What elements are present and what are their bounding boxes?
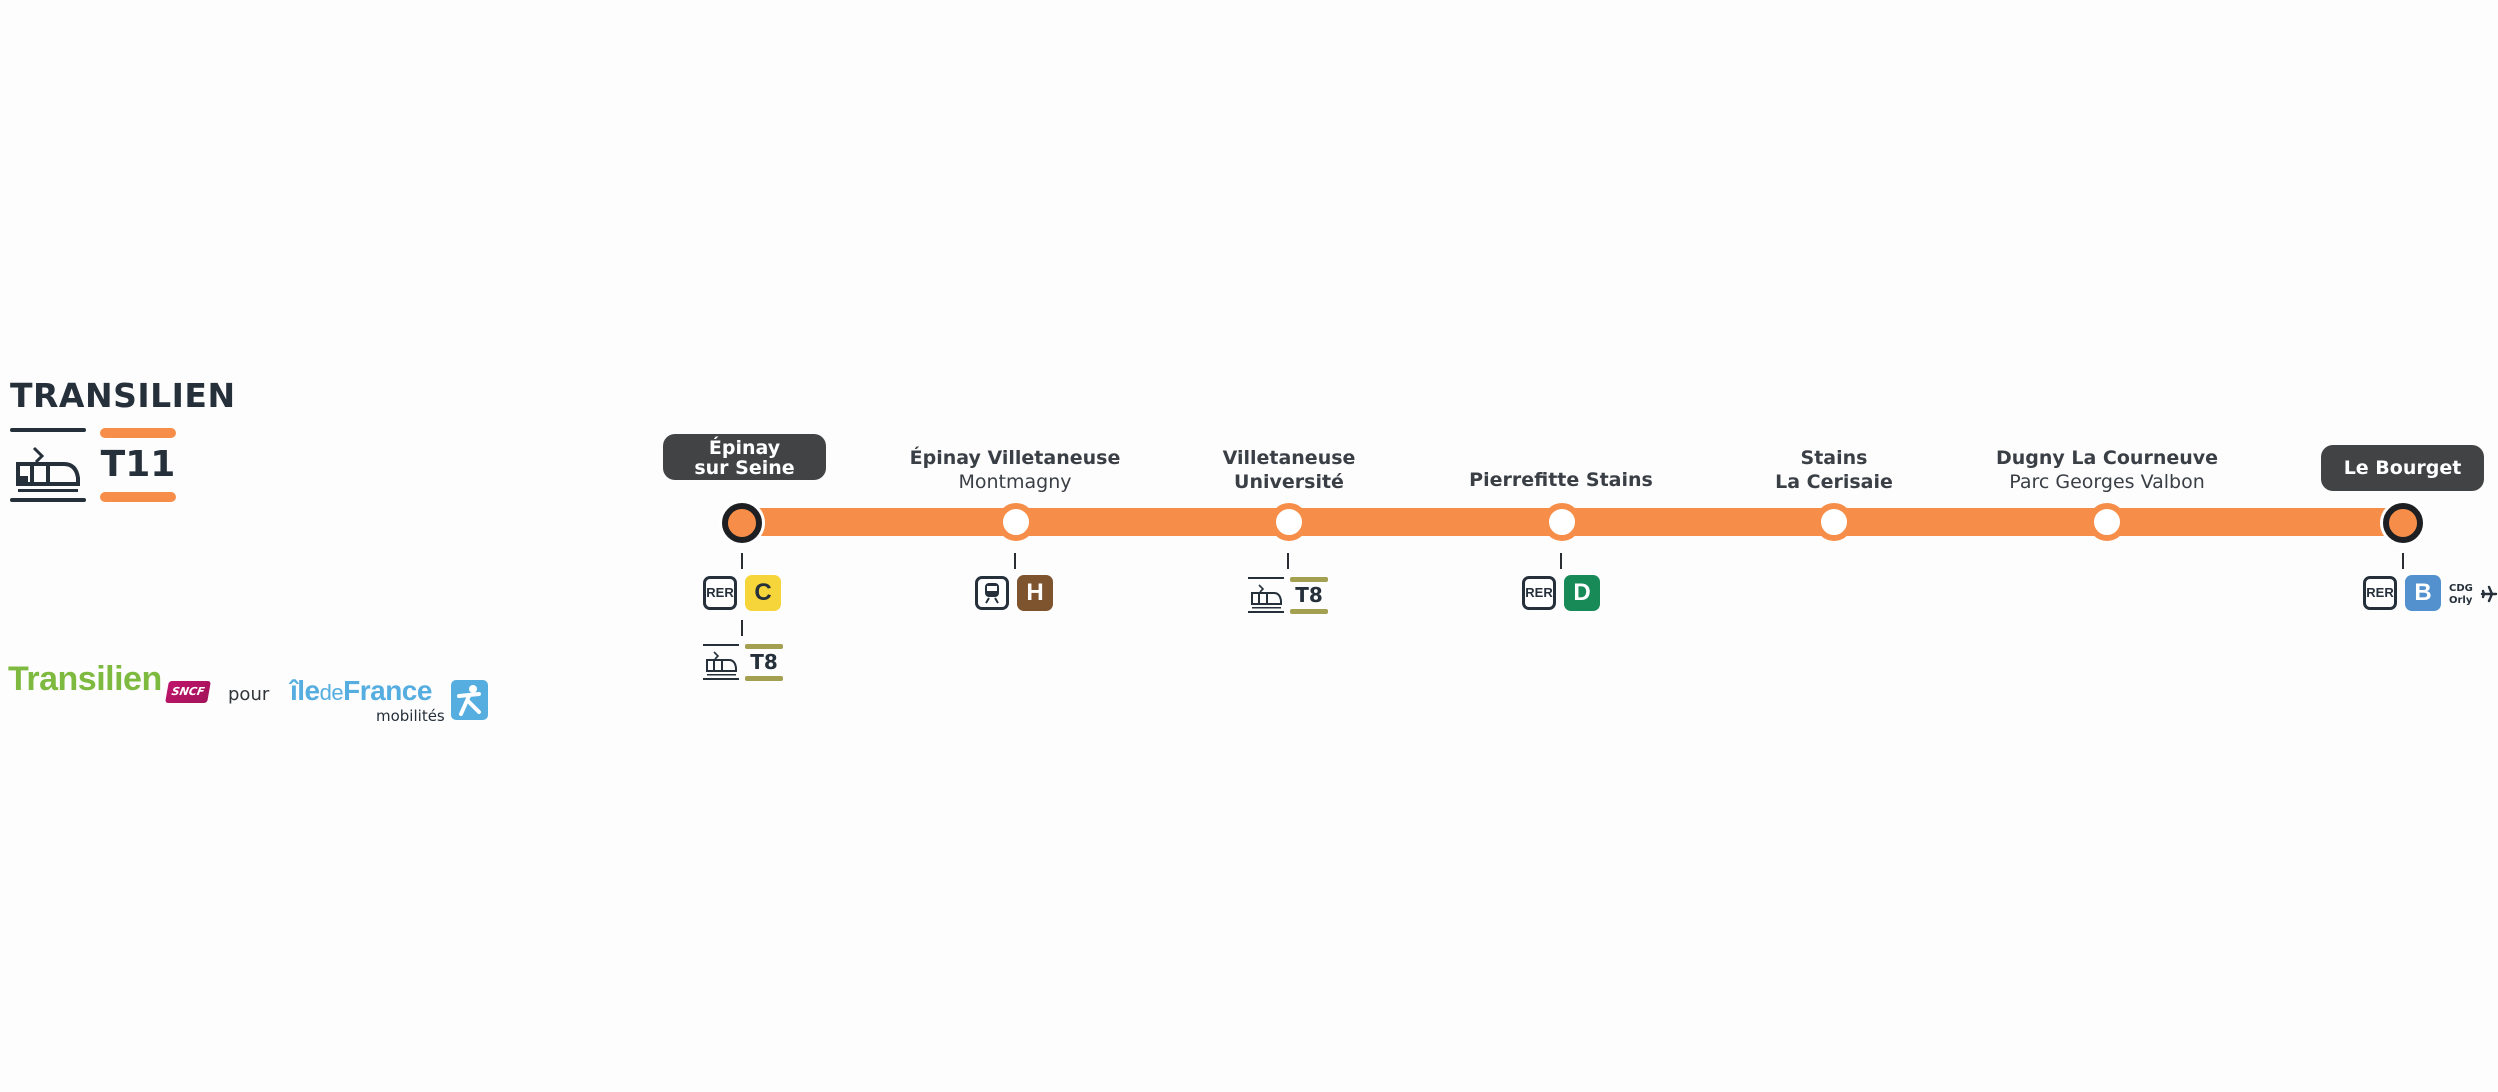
transilien-logo: Transilien <box>8 660 162 698</box>
sncf-logo: SNCF <box>165 681 211 703</box>
airport-cdg: CDG <box>2449 583 2473 594</box>
line-color-bar-bottom <box>100 492 176 502</box>
stop-villetaneuse-universite[interactable] <box>1270 503 1308 541</box>
station-name-line1: Dugny La Courneuve <box>1995 447 2219 469</box>
idf-person-icon <box>451 680 488 720</box>
station-name-line2: sur Seine <box>694 457 795 479</box>
stop-pierrefitte-stains[interactable] <box>1543 503 1581 541</box>
station-name-line2: La Cerisaie <box>1775 471 1893 493</box>
tram-icon <box>10 426 86 504</box>
station-label-stains-la-cerisaie[interactable]: Stains La Cerisaie <box>1775 446 1893 494</box>
connection-tick <box>741 620 743 636</box>
station-label-dugny-la-courneuve[interactable]: Dugny La Courneuve Parc Georges Valbon <box>1996 446 2218 494</box>
connection-tick <box>1287 553 1289 569</box>
stop-dugny-la-courneuve[interactable] <box>2088 503 2126 541</box>
rer-d-badge[interactable]: D <box>1564 575 1600 611</box>
station-name-line1: Épinay <box>708 437 781 459</box>
tram-t8-code: T8 <box>750 650 778 674</box>
rer-c-badge[interactable]: C <box>745 575 781 611</box>
station-name-line2: Parc Georges Valbon <box>2009 471 2205 493</box>
airport-orly: Orly <box>2449 595 2473 606</box>
station-name-line1: Stains <box>1800 447 1868 469</box>
station-name-line1: Villetaneuse <box>1222 447 1356 469</box>
station-label-epinay-sur-seine[interactable]: Épinay sur Seine <box>663 434 826 480</box>
station-name-line2: Montmagny <box>958 471 1072 493</box>
rer-icon: RER <box>703 576 737 610</box>
idf-part3: France <box>343 675 432 706</box>
tram-icon <box>703 643 739 681</box>
station-name-line2: Université <box>1234 471 1344 493</box>
station-label-epinay-villetaneuse[interactable]: Épinay Villetaneuse Montmagny <box>910 446 1121 494</box>
tram-t8-code: T8 <box>1295 583 1323 607</box>
station-name-line1: Épinay Villetaneuse <box>909 447 1121 469</box>
line-badge-t11: T11 <box>100 426 176 504</box>
train-h-badge[interactable]: H <box>1017 575 1053 611</box>
terminus-stop-epinay-sur-seine[interactable] <box>722 503 762 543</box>
network-title: TRANSILIEN <box>10 376 236 415</box>
plane-icon <box>2480 584 2498 604</box>
idf-mobilites-logo: îledeFrance <box>290 675 432 707</box>
line-code: T11 <box>100 444 176 485</box>
rer-icon: RER <box>2363 576 2397 610</box>
connection-tick <box>741 553 743 569</box>
train-icon <box>975 576 1009 610</box>
idf-part2: de <box>319 680 344 705</box>
connector-text: pour <box>228 684 270 705</box>
idf-part1: île <box>290 675 320 706</box>
terminus-stop-le-bourget[interactable] <box>2383 503 2423 543</box>
station-label-villetaneuse-universite[interactable]: Villetaneuse Université <box>1223 446 1356 494</box>
connection-tick <box>1560 553 1562 569</box>
stop-epinay-villetaneuse[interactable] <box>997 503 1035 541</box>
tram-t8-badge[interactable]: T8 <box>745 643 783 681</box>
station-name-line1: Le Bourget <box>2343 457 2462 479</box>
station-name-line1: Pierrefitte Stains <box>1469 469 1653 491</box>
rer-b-badge[interactable]: B <box>2405 575 2441 611</box>
connection-tick <box>1014 553 1016 569</box>
tram-icon <box>1248 576 1284 614</box>
station-label-pierrefitte-stains[interactable]: Pierrefitte Stains <box>1469 468 1653 492</box>
airport-label: CDG Orly <box>2449 583 2473 607</box>
rer-icon: RER <box>1522 576 1556 610</box>
stop-stains-la-cerisaie[interactable] <box>1815 503 1853 541</box>
station-label-le-bourget[interactable]: Le Bourget <box>2321 445 2484 491</box>
tram-t8-badge[interactable]: T8 <box>1290 576 1328 614</box>
idf-mobilites-sub: mobilités <box>376 707 445 725</box>
connection-tick <box>2402 553 2404 569</box>
line-color-bar-top <box>100 428 176 438</box>
